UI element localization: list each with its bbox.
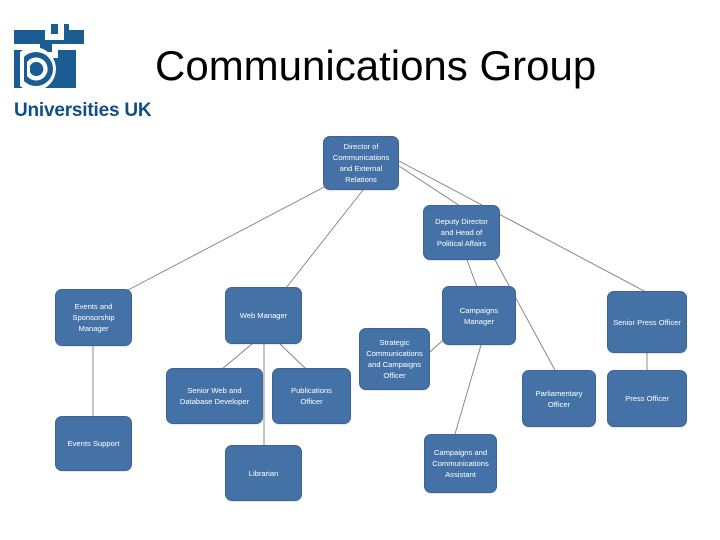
connector-director-to-web-manager xyxy=(285,189,364,289)
org-node-label: Events and Sponsorship Manager xyxy=(72,302,115,333)
org-node-deputy-director[interactable]: Deputy Director and Head of Political Af… xyxy=(423,205,500,260)
org-node-strategic-communications-and-campaigns-officer[interactable]: Strategic Communications and Campaigns O… xyxy=(359,328,430,390)
org-node-events-support[interactable]: Events Support xyxy=(55,416,132,471)
org-node-label: Web Manager xyxy=(239,311,288,320)
connector-director-to-events-sponsorship-manager xyxy=(127,184,329,291)
org-node-librarian[interactable]: Librarian xyxy=(225,445,302,501)
org-node-senior-web-and-database-developer[interactable]: Senior Web and Database Developer xyxy=(166,368,263,424)
universities-uk-logo-mark xyxy=(14,24,84,96)
org-node-label: Deputy Director and Head of Political Af… xyxy=(435,217,488,248)
org-node-campaigns-manager[interactable]: Campaigns Manager xyxy=(442,286,516,345)
connector-campaigns-manager-to-campaigns-and-communications-assistant xyxy=(454,344,482,435)
org-node-label: Publications Officer xyxy=(291,386,332,406)
universities-uk-logo: Universities UK xyxy=(14,24,164,132)
org-node-label: Strategic Communications and Campaigns O… xyxy=(366,338,423,380)
universities-uk-wordmark: Universities UK xyxy=(14,100,152,121)
org-node-label: Senior Web and Database Developer xyxy=(179,386,250,406)
org-node-label: Events Support xyxy=(67,439,120,448)
org-node-parliamentary-officer[interactable]: Parliamentary Officer xyxy=(522,370,596,427)
org-node-campaigns-and-communications-assistant[interactable]: Campaigns and Communications Assistant xyxy=(424,434,497,493)
connector-web-manager-to-publications-officer xyxy=(279,343,307,370)
page-title: Communications Group xyxy=(155,42,597,89)
org-node-publications-officer[interactable]: Publications Officer xyxy=(272,368,351,424)
org-node-label: Campaigns and Communications Assistant xyxy=(432,448,489,479)
connector-web-manager-to-senior-web-and-database-developer xyxy=(221,343,253,370)
org-node-label: Press Officer xyxy=(625,394,669,403)
org-node-label: Parliamentary Officer xyxy=(535,388,583,409)
org-node-senior-press-officer[interactable]: Senior Press Officer xyxy=(607,291,687,353)
connector-deputy-director-to-campaigns-manager xyxy=(466,259,478,288)
connector-campaigns-manager-to-strategic-communications-and-campaigns-officer xyxy=(429,339,444,353)
org-node-label: Librarian xyxy=(248,468,279,478)
org-node-director[interactable]: Director of Communications and External … xyxy=(323,136,399,190)
org-node-label: Senior Press Officer xyxy=(613,317,681,327)
org-node-label: Director of Communications and External … xyxy=(332,142,390,184)
org-node-events-sponsorship-manager[interactable]: Events and Sponsorship Manager xyxy=(55,289,132,346)
org-node-label: Campaigns Manager xyxy=(459,305,499,326)
org-node-web-manager[interactable]: Web Manager xyxy=(225,287,302,344)
connector-director-to-deputy-director xyxy=(398,165,461,207)
org-node-press-officer[interactable]: Press Officer xyxy=(607,370,687,427)
